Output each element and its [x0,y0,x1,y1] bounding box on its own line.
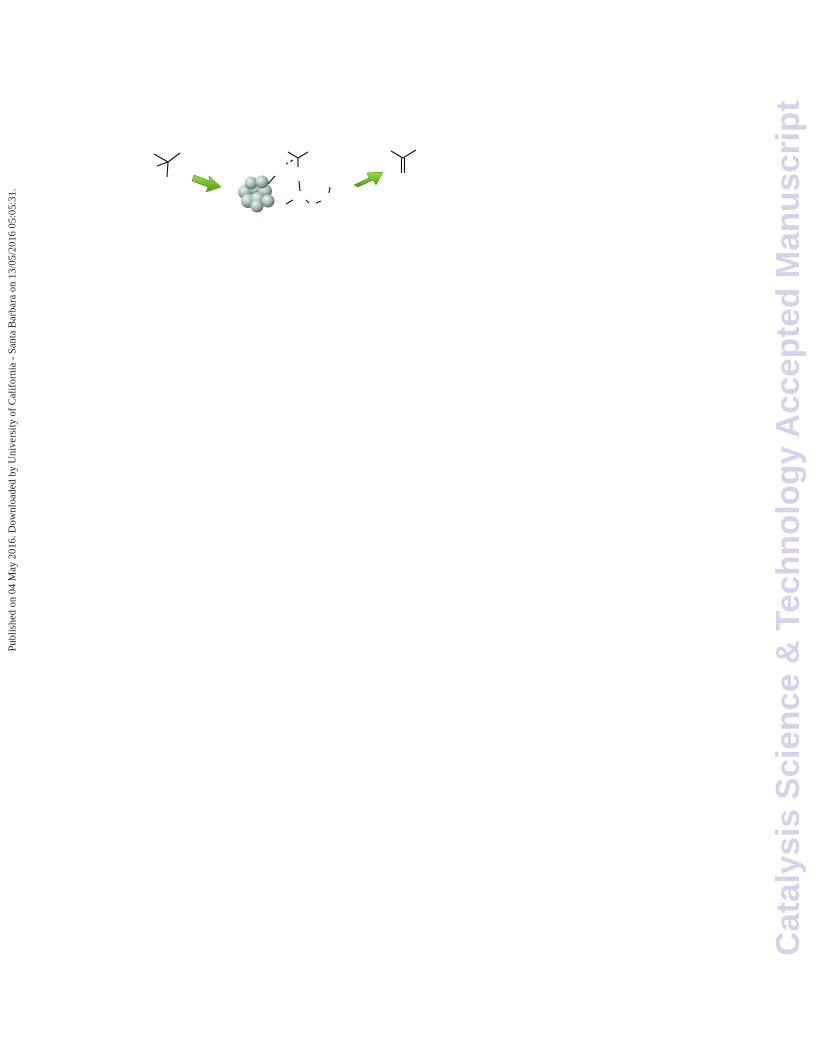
product-bond [402,149,417,159]
intermediate-bond [328,186,331,194]
intermediate-bond [297,151,309,159]
intermediate-bond [287,151,299,159]
intermediate-bond [285,199,294,205]
watermark-text: Catalysis Science & Technology Accepted … [769,100,806,956]
intermediate-bond [315,200,322,204]
intermediate-bond [298,180,301,192]
dashed-bond [285,159,294,165]
metal-nanocluster [238,175,275,213]
surface-bond [267,175,276,185]
reactant-bond [167,152,181,163]
product-bond [390,150,404,159]
reactant-molecule [153,152,181,178]
reactant-bond [166,161,169,178]
reactant-bond [156,161,169,167]
reactant-bond [153,153,169,163]
surface-intermediate [267,151,331,205]
reaction-scheme-graphic [153,149,417,213]
reaction-arrow-2 [353,171,384,188]
intermediate-bond [305,199,310,204]
reaction-arrow-1 [191,174,222,193]
publication-note-text: Published on 04 May 2016. Downloaded by … [7,188,19,652]
product-molecule [390,149,417,173]
